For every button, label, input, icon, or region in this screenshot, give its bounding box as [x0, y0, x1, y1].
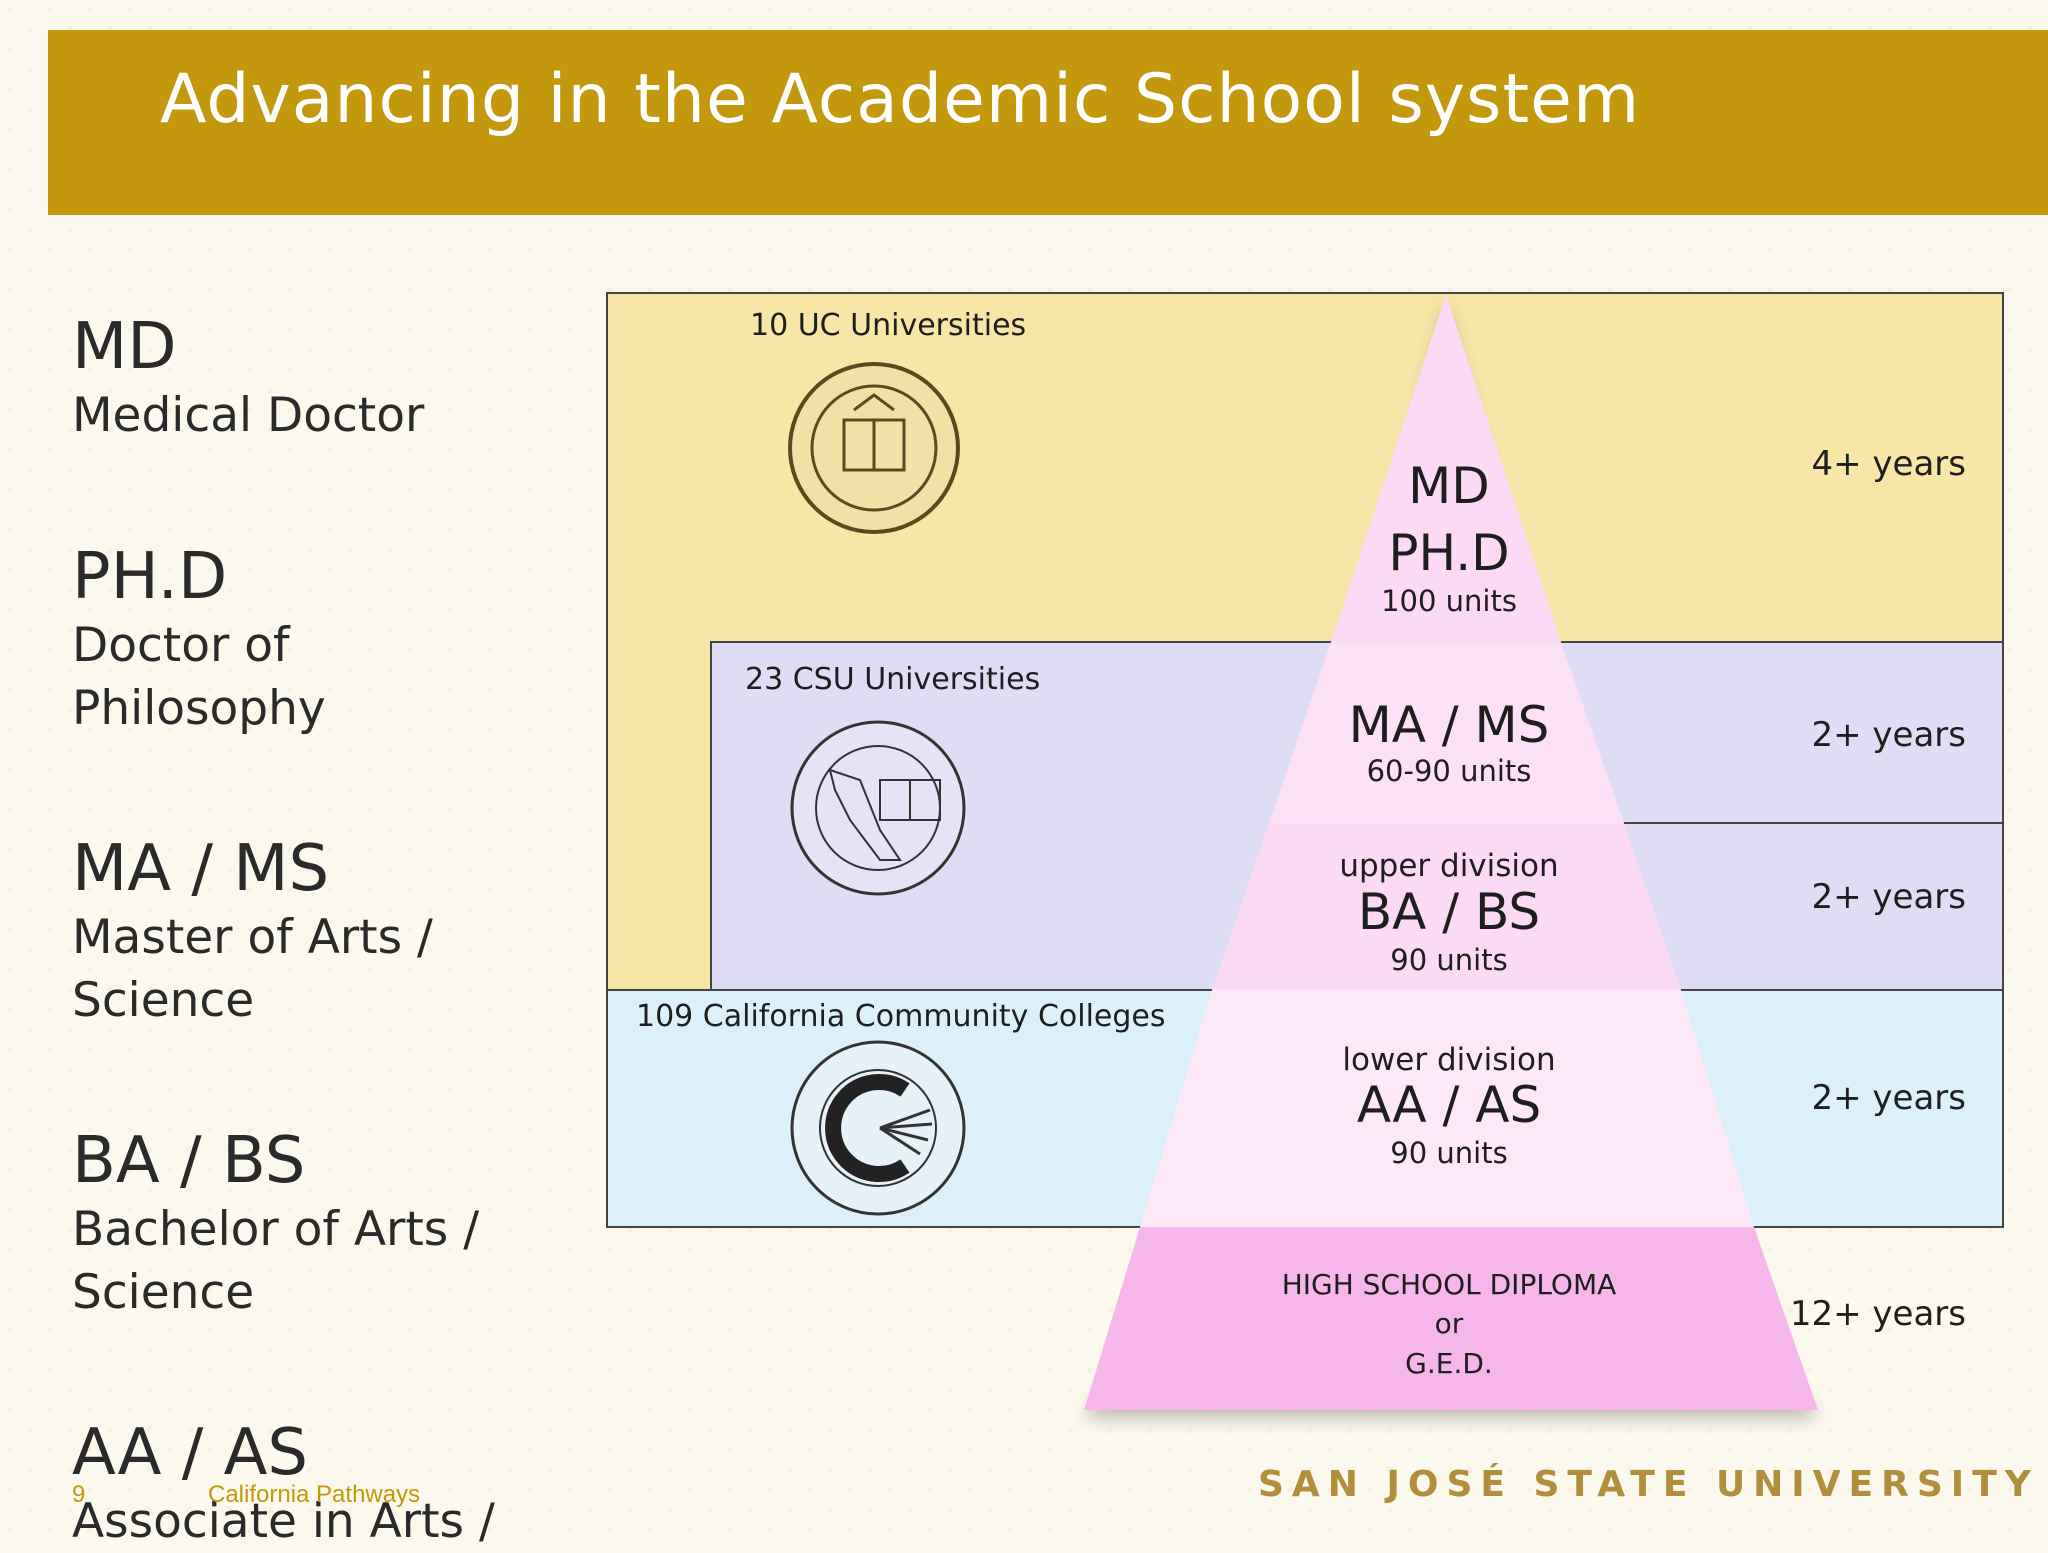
ccc-seal-icon	[790, 1040, 966, 1216]
degree-mams: MA / MS Master of Arts / Science	[72, 832, 572, 1032]
uc-label: 10 UC Universities	[750, 308, 1026, 343]
tier2-line1: MA / MS	[1349, 696, 1550, 754]
base-line1: HIGH SCHOOL DIPLOMA	[1282, 1268, 1617, 1301]
base-line3: G.E.D.	[1405, 1347, 1493, 1380]
tier4-years: 2+ years	[1812, 1078, 1967, 1118]
degree-phd: PH.D Doctor of Philosophy	[72, 540, 372, 740]
degree-full: Doctor of Philosophy	[72, 618, 326, 736]
tier2-units: 60-90 units	[1367, 754, 1532, 788]
uc-seal-icon	[788, 362, 960, 534]
title-bar	[48, 30, 2048, 215]
tier1-years: 4+ years	[1812, 444, 1967, 484]
tier3-line1: BA / BS	[1358, 883, 1540, 941]
base-line2: or	[1435, 1307, 1464, 1340]
degree-abbr: BA / BS	[72, 1124, 306, 1198]
tier4-sub: lower division	[1342, 1042, 1555, 1078]
tier3-sub: upper division	[1339, 848, 1558, 884]
degree-abbr: MA / MS	[72, 832, 330, 906]
tier1-units: 100 units	[1381, 584, 1517, 618]
pyramid-tier1	[1331, 295, 1561, 642]
sjsu-wordmark: SAN JOSÉ STATE UNIVERSITY	[1258, 1464, 2039, 1505]
page-number: 9	[72, 1481, 86, 1508]
base-years: 12+ years	[1790, 1294, 1966, 1334]
tier3-units: 90 units	[1390, 943, 1507, 977]
pyramid-tier3	[1212, 823, 1681, 990]
ccc-label: 109 California Community Colleges	[636, 999, 1166, 1034]
degree-full: Bachelor of Arts / Science	[72, 1202, 480, 1320]
csu-seal-icon	[790, 720, 966, 896]
degree-babs: BA / BS Bachelor of Arts / Science	[72, 1124, 572, 1324]
slide-title: Advancing in the Academic School system	[160, 60, 1641, 139]
tier2-years: 2+ years	[1812, 715, 1967, 755]
pyramid-base	[1084, 1227, 1818, 1410]
tier4-units: 90 units	[1390, 1136, 1507, 1170]
pyramid-tier4	[1140, 990, 1754, 1227]
degree-abbr: PH.D	[72, 540, 228, 614]
degree-full: Medical Doctor	[72, 388, 425, 443]
footer-text: California Pathways	[208, 1481, 421, 1508]
degree-abbr: AA / AS	[72, 1416, 308, 1490]
tier1-line1: MD	[1408, 457, 1490, 515]
degree-full: Master of Arts / Science	[72, 910, 433, 1028]
tier4-line1: AA / AS	[1357, 1076, 1541, 1134]
tier3-years: 2+ years	[1812, 877, 1967, 917]
degree-abbr: MD	[72, 310, 177, 384]
degree-md: MD Medical Doctor	[72, 310, 572, 447]
csu-label: 23 CSU Universities	[745, 662, 1040, 697]
pyramid-tier2	[1269, 642, 1624, 823]
tier1-line2: PH.D	[1388, 524, 1509, 582]
